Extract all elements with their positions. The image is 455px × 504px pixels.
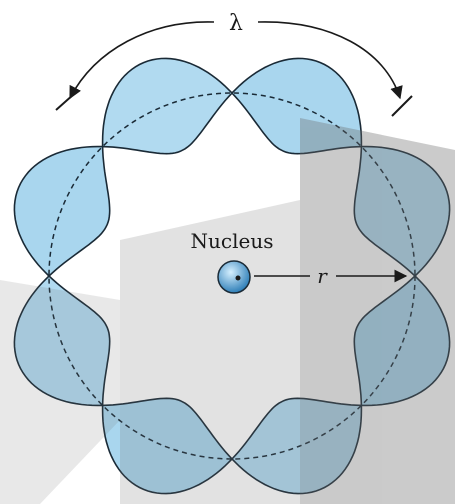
nucleus-sphere (218, 261, 250, 293)
nucleus-center-dot (236, 276, 241, 281)
wave-lobe (103, 58, 232, 153)
radius-label: r (317, 264, 328, 288)
wavelength-tick-left (56, 94, 74, 110)
wavelength-label: λ (229, 11, 243, 36)
wave-lobe (14, 147, 109, 276)
wavelength-tick-right (392, 96, 412, 116)
nucleus-label: Nucleus (191, 229, 274, 253)
